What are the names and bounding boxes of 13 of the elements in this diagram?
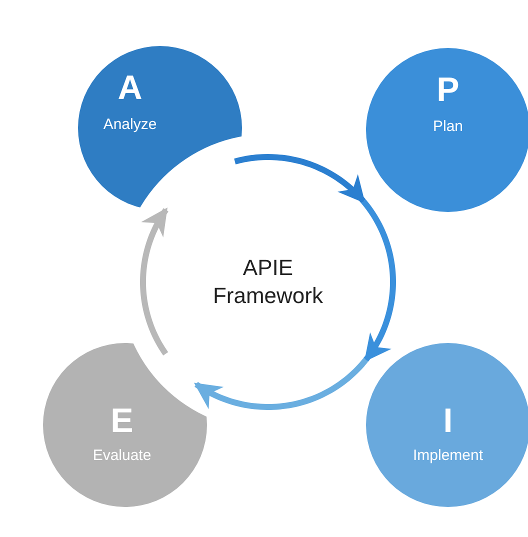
stage-label: Plan — [432, 118, 464, 136]
cycle-arrow — [140, 208, 168, 356]
stage-letter: A — [118, 70, 142, 106]
stage-label: Analyze — [103, 116, 157, 134]
stage-letter: P — [436, 72, 460, 108]
cycle-arrow — [194, 358, 368, 410]
stage-label: Implement — [412, 447, 484, 465]
stage-letter: I — [443, 403, 453, 439]
stage-label: Evaluate — [92, 447, 152, 465]
cycle-arrow — [234, 154, 366, 204]
center-title: APIE Framework — [212, 254, 324, 310]
cycle-arrow — [361, 199, 396, 362]
stage-letter: E — [110, 403, 134, 439]
